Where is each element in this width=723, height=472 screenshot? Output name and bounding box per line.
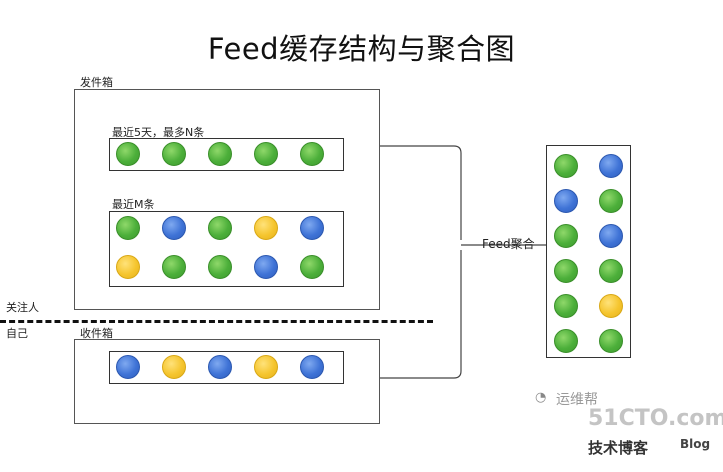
aggregate-dot-blue <box>599 154 623 178</box>
aggregate-dot-green <box>599 259 623 283</box>
feed-dot-blue <box>162 216 186 240</box>
feed-dot-green <box>116 142 140 166</box>
feed-dot-green <box>162 255 186 279</box>
aggregate-dot-green <box>554 224 578 248</box>
outbox-row2-label: 最近M条 <box>112 198 155 211</box>
feed-dot-green <box>208 255 232 279</box>
outbox-row1-label: 最近5天，最多N条 <box>112 126 205 139</box>
aggregate-dot-green <box>599 189 623 213</box>
feed-dot-yellow <box>116 255 140 279</box>
feed-dot-green <box>162 142 186 166</box>
outbox-row2-box <box>109 211 344 287</box>
aggregate-dot-blue <box>599 224 623 248</box>
dashed-divider <box>0 320 433 323</box>
self-label: 自己 <box>6 327 28 340</box>
aggregate-dot-green <box>554 329 578 353</box>
outbox-row1-box <box>109 138 344 171</box>
followees-label: 关注人 <box>6 301 39 314</box>
feed-dot-blue <box>300 355 324 379</box>
feed-dot-yellow <box>254 355 278 379</box>
feed-dot-yellow <box>254 216 278 240</box>
wechat-watermark: 运维帮 <box>556 392 598 408</box>
blog-en-watermark: Blog <box>680 437 711 451</box>
aggregate-dot-blue <box>554 189 578 213</box>
wechat-icon: ◔ <box>535 390 547 405</box>
outbox-connector <box>380 145 462 240</box>
outbox-label: 发件箱 <box>80 76 113 89</box>
inbox-connector <box>344 250 462 379</box>
aggregate-dot-yellow <box>599 294 623 318</box>
feed-dot-green <box>300 142 324 166</box>
feed-dot-green <box>208 216 232 240</box>
site-watermark: 51CTO.com <box>588 406 723 431</box>
feed-dot-yellow <box>162 355 186 379</box>
aggregate-column <box>546 145 631 358</box>
aggregate-dot-green <box>554 154 578 178</box>
feed-dot-green <box>208 142 232 166</box>
diagram-title: Feed缓存结构与聚合图 <box>207 32 516 66</box>
feed-dot-blue <box>254 255 278 279</box>
feed-dot-blue <box>116 355 140 379</box>
feed-dot-green <box>116 216 140 240</box>
aggregate-label: Feed聚合 <box>482 237 535 251</box>
aggregate-dot-green <box>554 259 578 283</box>
feed-dot-blue <box>208 355 232 379</box>
inbox-row-box <box>109 351 344 384</box>
blog-cn-watermark: 技术博客 <box>588 439 649 457</box>
feed-dot-blue <box>300 216 324 240</box>
aggregate-dot-green <box>599 329 623 353</box>
feed-dot-green <box>254 142 278 166</box>
inbox-label: 收件箱 <box>80 327 113 340</box>
aggregate-dot-green <box>554 294 578 318</box>
feed-dot-green <box>300 255 324 279</box>
